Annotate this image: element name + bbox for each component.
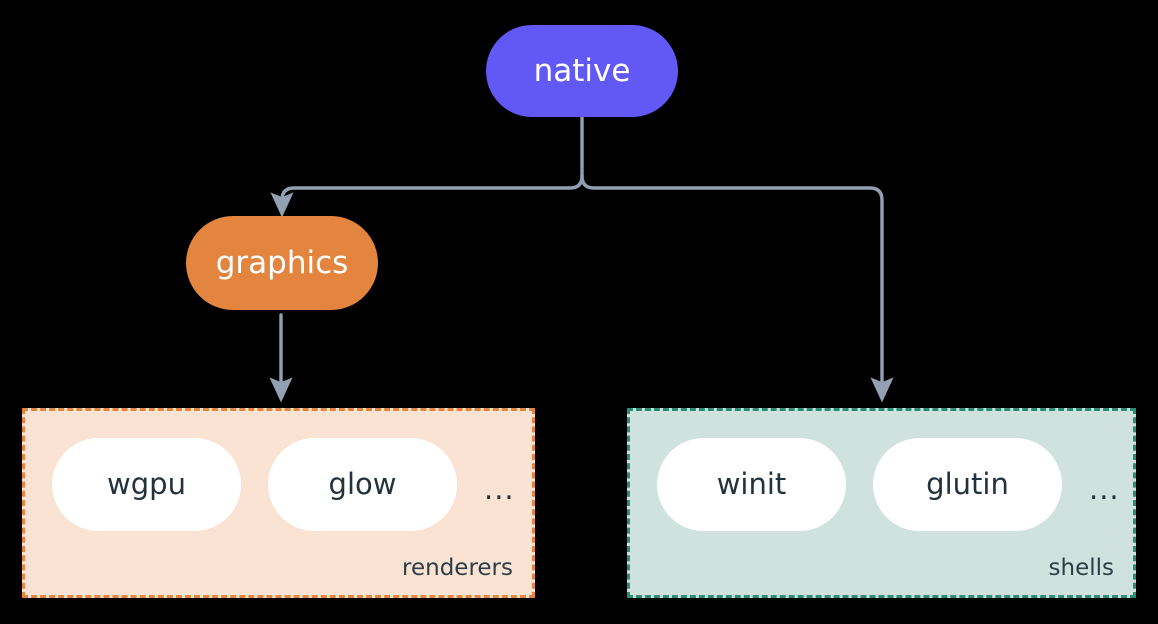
group-shells-items: winit glutin ...	[630, 429, 1133, 539]
shells-overflow-ellipsis: ...	[1089, 471, 1120, 506]
leaf-winit[interactable]: winit	[657, 437, 846, 531]
group-shells-label: shells	[1048, 555, 1114, 581]
leaf-winit-label: winit	[716, 467, 787, 501]
node-graphics-label: graphics	[215, 245, 349, 281]
group-renderers-items: wgpu glow ...	[25, 429, 532, 539]
edge-native-to-graphics	[270, 174, 584, 218]
group-shells[interactable]: winit glutin ... shells	[627, 408, 1136, 598]
leaf-glow[interactable]: glow	[268, 437, 457, 531]
edge-native-to-shells	[580, 174, 894, 403]
node-native[interactable]: native	[486, 25, 678, 117]
leaf-glow-label: glow	[328, 467, 397, 501]
leaf-wgpu-label: wgpu	[107, 467, 186, 501]
node-graphics[interactable]: graphics	[186, 216, 378, 310]
leaf-glutin[interactable]: glutin	[873, 437, 1062, 531]
group-renderers[interactable]: wgpu glow ... renderers	[22, 408, 535, 598]
group-renderers-label: renderers	[402, 555, 513, 581]
leaf-wgpu[interactable]: wgpu	[52, 437, 241, 531]
renderers-overflow-ellipsis: ...	[484, 471, 515, 506]
node-native-label: native	[533, 53, 631, 89]
leaf-glutin-label: glutin	[926, 467, 1009, 501]
